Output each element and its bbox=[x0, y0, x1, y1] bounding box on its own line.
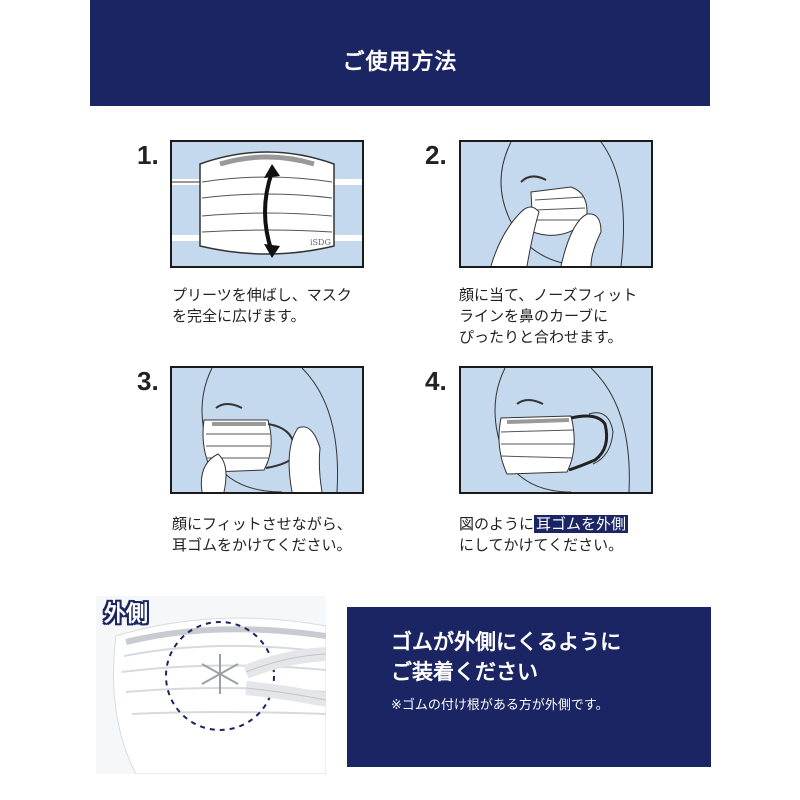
step-3-caption-line: 耳ゴムをかけてください。 bbox=[172, 536, 352, 554]
step-3-number: 3. bbox=[137, 366, 159, 396]
header-banner: ご使用方法 bbox=[90, 0, 710, 106]
ear-loop-closeup-illustration: 外側 bbox=[96, 596, 326, 774]
note-line-1: ゴムが外側にくるように bbox=[391, 630, 622, 654]
step-1-caption-line: プリーツを伸ばし、マスク bbox=[172, 286, 352, 304]
step-3-illustration bbox=[170, 366, 364, 494]
note-line-2: ご装着ください bbox=[391, 660, 538, 684]
step-1-illustration: iSDG bbox=[170, 140, 364, 268]
step-1-caption-line: を完全に広げます。 bbox=[172, 307, 306, 325]
step-4-illustration bbox=[459, 366, 653, 494]
step-4-caption: 図のように耳ゴムを外側 にしてかけてください。 bbox=[459, 514, 629, 556]
step-2-caption-line: ラインを鼻のカーブに bbox=[459, 307, 609, 325]
step-2-number: 2. bbox=[425, 140, 447, 170]
step-2-caption-line: ぴったりと合わせます。 bbox=[459, 328, 623, 346]
step-4-caption-line: 図のように耳ゴムを外側 bbox=[459, 514, 629, 535]
wearing-note-box: ゴムが外側にくるように ご装着ください ※ゴムの付け根がある方が外側です。 bbox=[347, 607, 711, 767]
note-footnote: ※ゴムの付け根がある方が外側です。 bbox=[391, 698, 609, 713]
step-4-caption-pre: 図のように bbox=[459, 515, 535, 533]
step-2-caption-line: 顔に当て、ノーズフィット bbox=[459, 286, 638, 304]
step-1-caption: プリーツを伸ばし、マスク を完全に広げます。 bbox=[172, 285, 352, 327]
step-4-caption-line: にしてかけてください。 bbox=[459, 536, 624, 554]
step-2-illustration bbox=[459, 140, 653, 268]
step-4-number: 4. bbox=[425, 366, 447, 396]
outer-side-label: 外側 bbox=[104, 602, 149, 627]
step-3-caption: 顔にフィットさせながら、 耳ゴムをかけてください。 bbox=[172, 514, 352, 556]
step-1-number: 1. bbox=[137, 140, 159, 170]
page-title: ご使用方法 bbox=[342, 50, 458, 75]
mask-brand-mark: iSDG bbox=[310, 238, 331, 247]
step-2-caption: 顔に当て、ノーズフィット ラインを鼻のカーブに ぴったりと合わせます。 bbox=[459, 285, 637, 348]
step-3-caption-line: 顔にフィットさせながら、 bbox=[172, 515, 352, 533]
step-4-caption-highlight: 耳ゴムを外側 bbox=[534, 515, 629, 533]
